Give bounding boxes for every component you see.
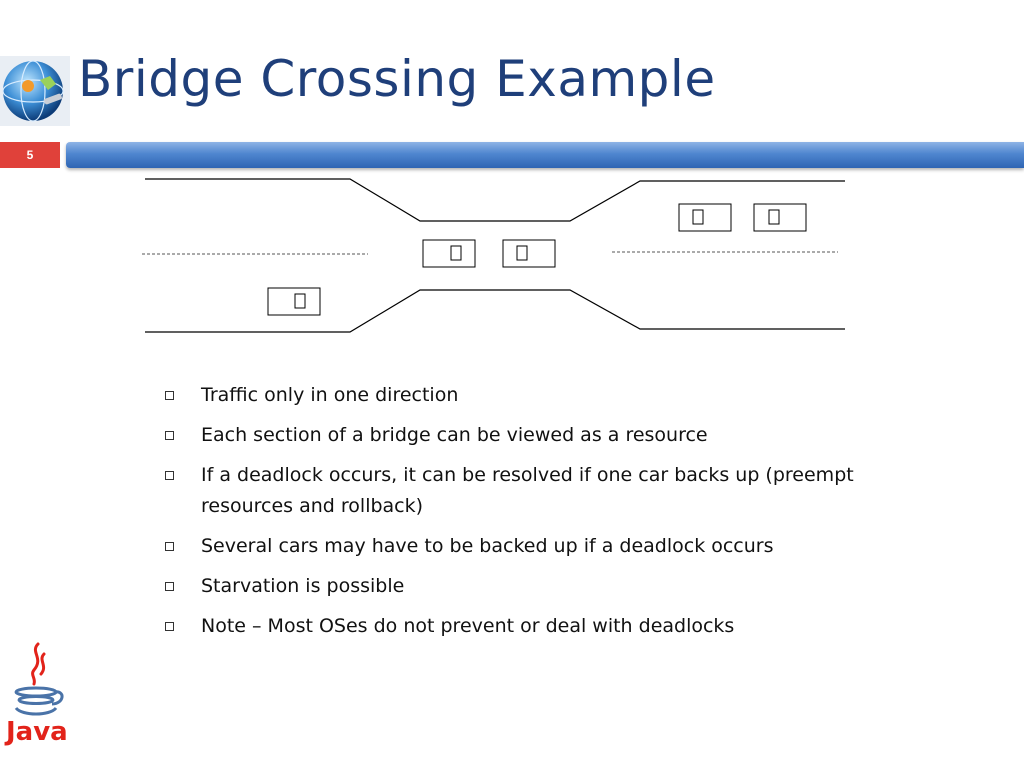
car-left [267, 287, 321, 316]
road-bottom-edge [145, 289, 845, 333]
car-right-2 [753, 203, 807, 232]
missing-glyph-box-icon [516, 245, 528, 261]
globe-logo-icon [0, 56, 70, 126]
bullet-item: Traffic only in one direction [165, 380, 865, 411]
road-top-edge [145, 178, 845, 222]
square-bullet-icon [165, 542, 174, 551]
square-bullet-icon [165, 582, 174, 591]
square-bullet-icon [165, 391, 174, 400]
car-bridge-1 [422, 239, 476, 268]
square-bullet-icon [165, 622, 174, 631]
bullet-list: Traffic only in one direction Each secti… [165, 380, 865, 651]
bullet-text: Traffic only in one direction [201, 384, 459, 406]
page-title: Bridge Crossing Example [78, 50, 716, 108]
bullet-item: Each section of a bridge can be viewed a… [165, 420, 865, 451]
square-bullet-icon [165, 471, 174, 480]
title-rule-bar [66, 142, 1024, 168]
bullet-item: Starvation is possible [165, 571, 865, 602]
square-bullet-icon [165, 431, 174, 440]
bullet-item: Note – Most OSes do not prevent or deal … [165, 611, 865, 642]
bullet-text: Note – Most OSes do not prevent or deal … [201, 615, 735, 637]
bullet-item: Several cars may have to be backed up if… [165, 531, 865, 562]
bullet-text: Several cars may have to be backed up if… [201, 535, 774, 557]
car-right-1 [678, 203, 732, 232]
java-logo-icon: Java [4, 642, 68, 747]
bullet-item: If a deadlock occurs, it can be resolved… [165, 460, 865, 522]
missing-glyph-box-icon [450, 245, 462, 261]
bullet-text: If a deadlock occurs, it can be resolved… [201, 464, 854, 517]
missing-glyph-box-icon [294, 293, 306, 309]
bullet-text: Each section of a bridge can be viewed a… [201, 424, 708, 446]
bridge-diagram [142, 178, 845, 333]
missing-glyph-box-icon [692, 209, 704, 225]
bullet-text: Starvation is possible [201, 575, 405, 597]
car-bridge-2 [502, 239, 556, 268]
java-logo-text: Java [4, 717, 68, 747]
missing-glyph-box-icon [768, 209, 780, 225]
slide-number-badge: 5 [0, 142, 60, 168]
